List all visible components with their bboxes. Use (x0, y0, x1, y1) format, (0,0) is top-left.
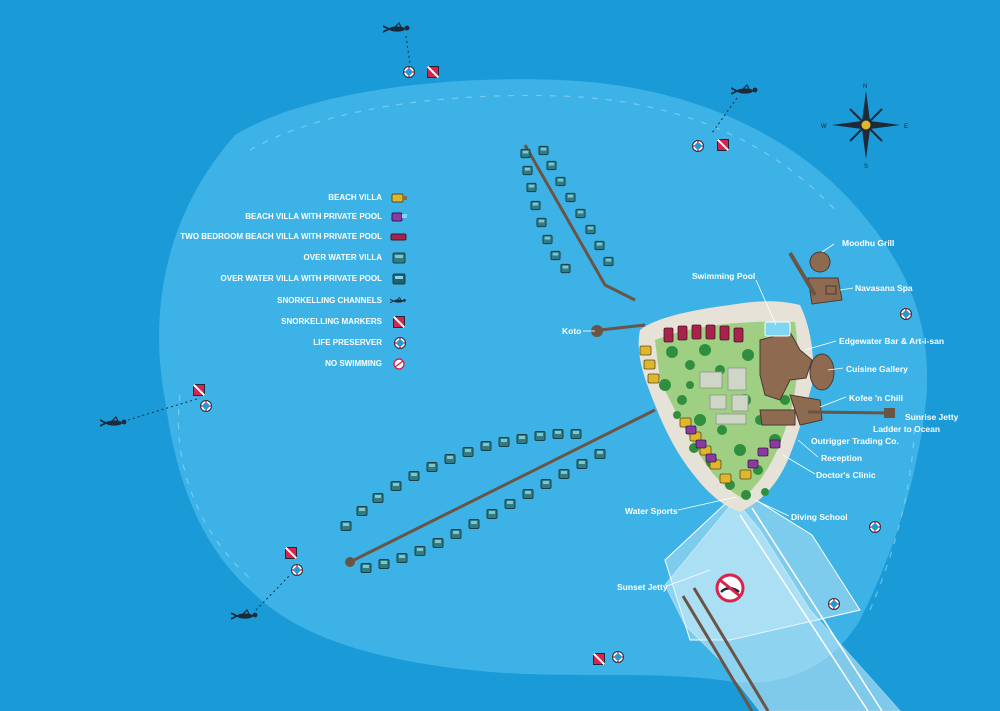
legend-label: TWO BEDROOM BEACH VILLA WITH PRIVATE POO… (180, 232, 382, 241)
legend-item-over-water: OVER WATER VILLA (140, 252, 416, 266)
label-edgewater: Edgewater Bar & Art-i-san (839, 336, 945, 346)
sunset-jetty (664, 499, 901, 711)
label-doctor: Doctor's Clinic (816, 470, 876, 480)
label-sunset-jetty: Sunset Jetty (617, 582, 668, 592)
legend-item-snorkel-markers: SNORKELLING MARKERS (140, 316, 416, 330)
compass-n: N (863, 84, 867, 90)
compass-w: W (821, 124, 827, 130)
label-navasana-spa: Navasana Spa (855, 283, 913, 293)
life-preserver-icon (393, 337, 407, 349)
legend-item-over-water-pool: OVER WATER VILLA WITH PRIVATE POOL (140, 273, 416, 287)
legend-label: LIFE PRESERVER (313, 338, 382, 347)
legend-label: SNORKELLING CHANNELS (277, 296, 382, 305)
snorkel-marker-icon (393, 316, 405, 328)
southwest-overwater-pier (340, 408, 656, 573)
legend-item-life-preserver: LIFE PRESERVER (140, 337, 416, 351)
legend-item-beach-villa: BEACH VILLA (140, 192, 416, 206)
no-swimming-icon (715, 573, 745, 603)
compass-s: S (864, 164, 868, 170)
north-overwater-pier (520, 144, 636, 302)
two-bedroom-villa-icon (390, 233, 407, 241)
legend-label: OVER WATER VILLA WITH PRIVATE POOL (220, 274, 382, 283)
label-swimming-pool: Swimming Pool (692, 271, 756, 281)
label-ladder: Ladder to Ocean (873, 424, 941, 434)
label-outrigger: Outrigger Trading Co. (811, 436, 899, 446)
label-moodhu-grill: Moodhu Grill (842, 238, 895, 248)
beach-villa-icon (391, 193, 407, 203)
sunrise-jetty (807, 410, 891, 415)
label-diving-school: Diving School (791, 512, 848, 522)
compass-e: E (904, 124, 908, 130)
legend-item-snorkel-channels: SNORKELLING CHANNELS (140, 295, 416, 309)
legend-label: NO SWIMMING (325, 359, 382, 368)
legend-label: BEACH VILLA WITH PRIVATE POOL (245, 212, 382, 221)
label-koto: Koto (562, 326, 582, 336)
legend-label: BEACH VILLA (328, 193, 382, 202)
legend-item-beach-villa-pool: BEACH VILLA WITH PRIVATE POOL (140, 211, 416, 225)
legend-item-two-bedroom: TWO BEDROOM BEACH VILLA WITH PRIVATE POO… (140, 231, 416, 245)
snorkel-channel-icon (390, 296, 407, 304)
label-kofee: Kofee 'n Chill (849, 393, 903, 403)
snorkel-diver-icon (100, 22, 759, 620)
over-water-villa-icon (392, 252, 406, 264)
compass-rose: N S W E (821, 84, 908, 170)
label-water-sports: Water Sports (625, 506, 678, 516)
label-cuisine-gallery: Cuisine Gallery (846, 364, 908, 374)
legend-label: SNORKELLING MARKERS (281, 317, 382, 326)
swimming-pool (764, 321, 791, 337)
label-reception: Reception (821, 453, 863, 463)
legend-item-no-swimming: NO SWIMMING (140, 358, 416, 372)
no-swimming-icon (393, 358, 405, 370)
beach-villa-pool-icon (391, 212, 407, 222)
over-water-villa-pool-icon (392, 273, 406, 285)
legend-label: OVER WATER VILLA (303, 253, 382, 262)
label-sunrise-jetty: Sunrise Jetty (905, 412, 959, 422)
